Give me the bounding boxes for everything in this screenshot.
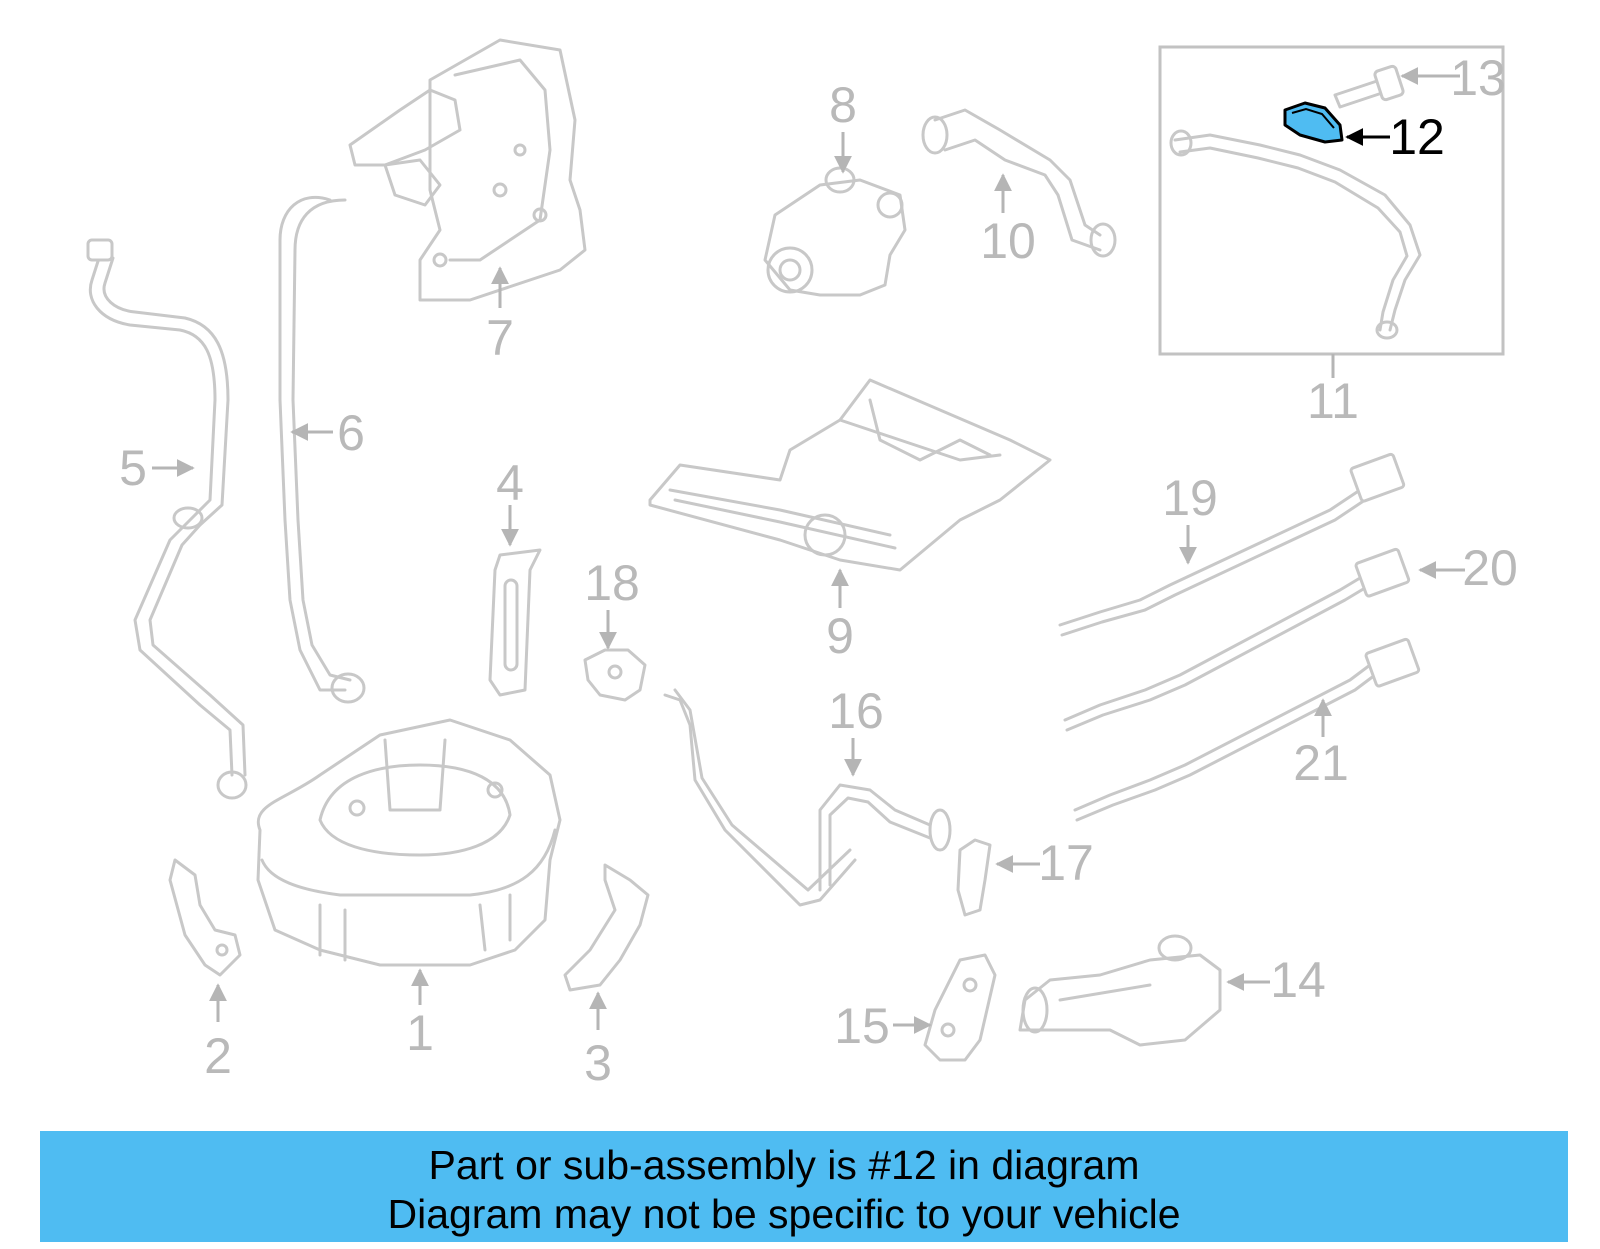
part-11-hose-assembly xyxy=(1169,129,1422,340)
callout-10: 10 xyxy=(980,213,1036,269)
callout-leaders xyxy=(152,67,1465,1034)
part-18-plate xyxy=(583,648,647,702)
callout-11: 11 xyxy=(1307,373,1359,429)
callout-9: 9 xyxy=(826,608,854,664)
callout-5: 5 xyxy=(119,440,147,496)
part-2-bracket xyxy=(168,858,242,977)
callout-17: 17 xyxy=(1038,835,1094,891)
callout-4: 4 xyxy=(496,455,524,511)
callout-21: 21 xyxy=(1293,735,1349,791)
part-10-pipe xyxy=(921,108,1117,258)
callout-8: 8 xyxy=(829,77,857,133)
banner-line-2: Diagram may not be specific to your vehi… xyxy=(387,1191,1181,1237)
part-20-sensor xyxy=(1063,547,1411,732)
callout-6: 6 xyxy=(337,405,365,461)
part-14-pump xyxy=(1018,934,1222,1047)
callout-20: 20 xyxy=(1462,540,1518,596)
callout-19: 19 xyxy=(1162,470,1218,526)
part-6-vent-hose xyxy=(278,195,366,704)
part-7-valve-bracket xyxy=(348,38,587,302)
callout-13: 13 xyxy=(1450,50,1506,106)
info-banner: Part or sub-assembly is #12 in diagram D… xyxy=(40,1131,1568,1242)
callout-3: 3 xyxy=(584,1035,612,1091)
callout-14: 14 xyxy=(1270,952,1326,1008)
part-19-sensor xyxy=(1058,452,1406,637)
part-4-bracket xyxy=(488,548,542,697)
part-16-line xyxy=(663,688,952,907)
part-5-vacuum-line xyxy=(86,238,248,800)
banner-line-1: Part or sub-assembly is #12 in diagram xyxy=(428,1142,1140,1188)
callout-12[interactable]: 12 xyxy=(1389,109,1445,165)
part-21-sensor xyxy=(1073,637,1421,822)
callout-2: 2 xyxy=(204,1028,232,1084)
part-12-highlighted[interactable] xyxy=(1283,101,1344,144)
callout-18: 18 xyxy=(584,555,640,611)
part-17-bracket xyxy=(956,838,992,917)
callout-15: 15 xyxy=(834,998,890,1054)
callout-16: 16 xyxy=(828,683,884,739)
part-9-engine-cover xyxy=(648,378,1052,572)
part-13-bolt xyxy=(1333,64,1405,109)
callout-1: 1 xyxy=(406,1005,434,1061)
part-3-bracket xyxy=(563,863,650,992)
part-15-bracket xyxy=(923,953,997,1062)
callout-numbers: 1 2 3 4 5 6 7 8 9 10 11 12 13 14 15 16 1… xyxy=(119,50,1518,1091)
callout-7: 7 xyxy=(486,310,514,366)
part-8-pump xyxy=(763,166,907,297)
part-1-canister xyxy=(256,718,562,967)
